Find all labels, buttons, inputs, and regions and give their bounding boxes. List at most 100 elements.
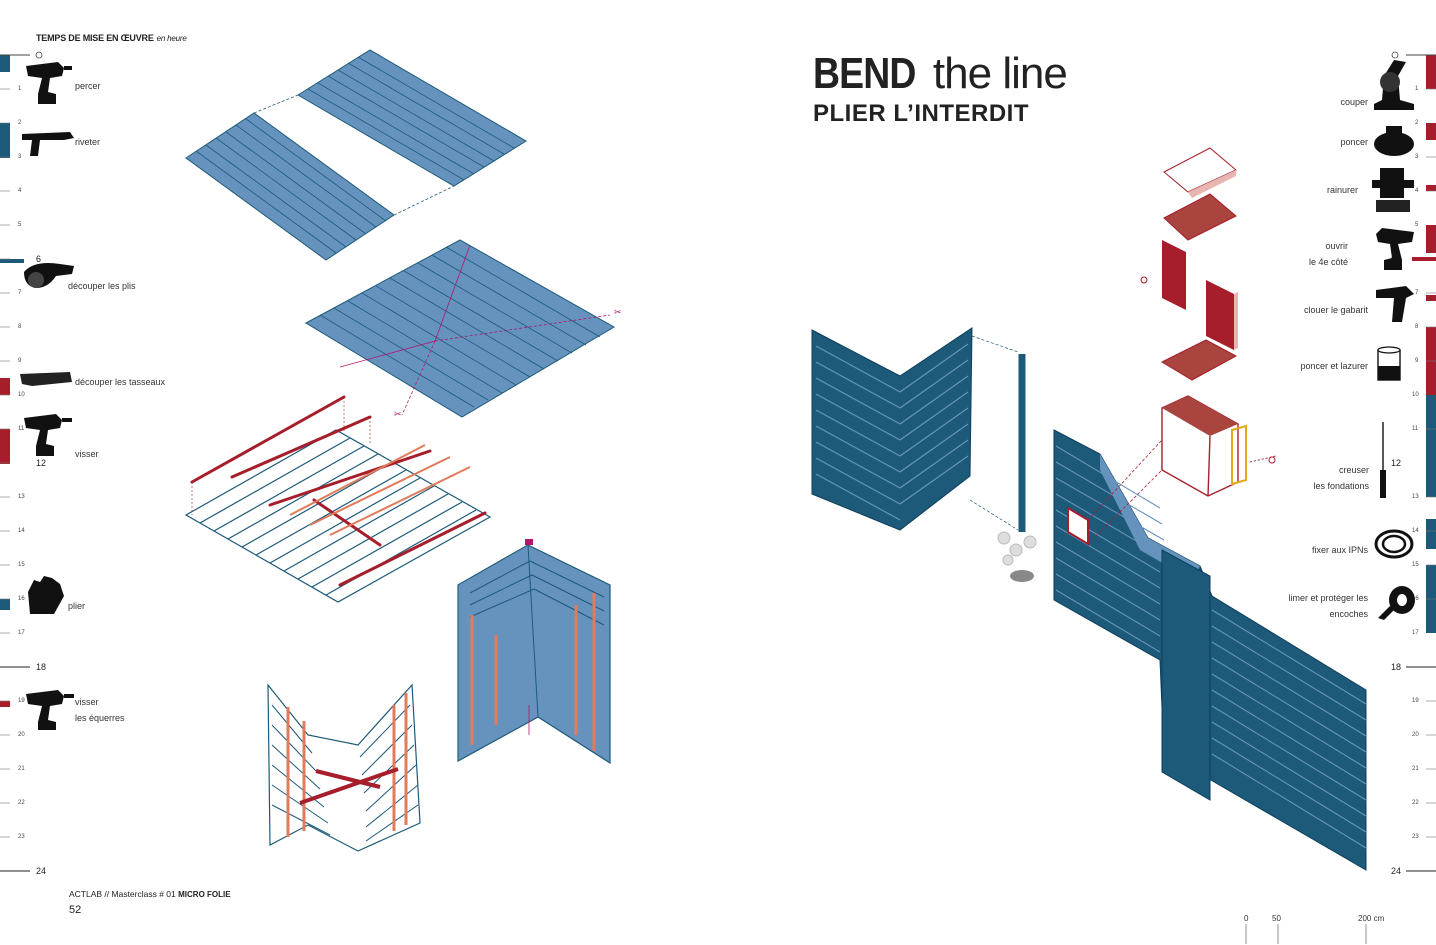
rtick-19: 19 [1412, 698, 1419, 704]
page-number: 52 [69, 904, 82, 916]
step-label-riveter: riveter [75, 137, 101, 147]
rtimeline-bar-5 [1412, 257, 1436, 261]
tick-3: 3 [18, 154, 22, 160]
tape-roll-icon [1378, 586, 1415, 620]
title-rest: the line [932, 49, 1068, 98]
tick-8: 8 [18, 324, 22, 330]
tick-7: 7 [18, 290, 22, 296]
rtick-4: 4 [1415, 188, 1419, 194]
scale-mid: 50 [1272, 914, 1281, 923]
tick-16: 16 [18, 596, 25, 602]
rtick-1: 1 [1415, 86, 1419, 92]
rtick-3: 3 [1415, 154, 1419, 160]
exploded-box-parts [1140, 147, 1238, 381]
rtick-14: 14 [1412, 528, 1419, 534]
page-subtitle: PLIER L’INTERDIT [813, 100, 1030, 127]
batten-sheet [184, 395, 492, 603]
footer-credit-bold: MICRO FOLIE [178, 890, 231, 899]
tick-11: 11 [18, 426, 25, 432]
tick-5: 5 [18, 222, 22, 228]
page-title: BEND the line [813, 49, 1068, 98]
gloves-icon [28, 576, 64, 614]
tick-18: 18 [36, 662, 47, 672]
step-label-creuser-1: creuser [1338, 465, 1369, 475]
scale-end: 200 cm [1358, 914, 1385, 923]
tick-24: 24 [36, 866, 47, 876]
footer-credit: ACTLAB // Masterclass # 01 MICRO FOLIE [69, 889, 231, 899]
timeline-title-text: TEMPS DE MISE EN ŒUVRE [36, 33, 154, 43]
step-label-ouvrir: ouvrir le 4e côté [1280, 238, 1348, 270]
router-icon [1372, 168, 1414, 212]
rtick-20: 20 [1412, 732, 1419, 738]
rtick-2: 2 [1415, 120, 1419, 126]
step-label-poncer: poncer [1340, 137, 1368, 147]
drill-icon-right [1376, 228, 1414, 270]
rtimeline-bar-1 [1426, 55, 1436, 89]
timeline-bar-4 [0, 378, 10, 395]
step-label-creuser-2: les fondations [1313, 481, 1369, 491]
rtick-5: 5 [1415, 222, 1419, 228]
rtimeline-bar-4 [1426, 225, 1436, 253]
tick-20: 20 [18, 732, 25, 738]
auger-icon [1380, 422, 1386, 498]
w-panel [811, 327, 1026, 532]
step-label-ouvrir-2: le 4e côté [1308, 257, 1348, 267]
timeline-unit: en heure [156, 34, 187, 43]
angle-grinder-icon [24, 263, 74, 288]
rtick-7: 7 [1415, 290, 1419, 296]
rtick-8: 8 [1415, 324, 1419, 330]
step-label-creuser: creuser les fondations [1280, 462, 1369, 494]
step-label-limer-2: encoches [1329, 609, 1368, 619]
tick-19: 19 [18, 698, 25, 704]
timeline-bar-5 [0, 429, 10, 464]
rtick-12: 12 [1391, 458, 1402, 468]
tick-12: 12 [36, 458, 47, 468]
rtick-9: 9 [1415, 358, 1419, 364]
step-label-limer: limer et protéger les encoches [1250, 590, 1368, 622]
rtick-11: 11 [1412, 426, 1419, 432]
drill-icon-3 [26, 690, 74, 730]
tick-10: 10 [18, 392, 25, 398]
step-label-percer: percer [75, 81, 101, 91]
foundation-parts [997, 531, 1037, 582]
step-label-decouper-tasseaux: découper les tasseaux [75, 377, 166, 387]
rtick-16: 16 [1412, 596, 1419, 602]
timeline-bar-2 [0, 123, 10, 158]
scale-zero: 0 [1244, 914, 1249, 923]
step-label-decouper-plis: découper les plis [68, 281, 136, 291]
step-label-plier: plier [68, 601, 86, 611]
rtick-17: 17 [1412, 630, 1419, 636]
timeline-bar-7 [0, 701, 10, 707]
tick-6: 6 [36, 254, 42, 264]
tick-14: 14 [18, 528, 25, 534]
tick-23: 23 [18, 834, 25, 840]
step-label-rainurer: rainurer [1326, 185, 1358, 195]
svg-text:✂: ✂ [614, 307, 622, 317]
right-assembly-drawings [811, 147, 1367, 871]
tick-1: 1 [18, 86, 22, 92]
footer-credit-text: ACTLAB // Masterclass # 01 [69, 889, 176, 899]
right-timeline [1391, 51, 1436, 872]
rtimeline-bar-3 [1426, 185, 1436, 191]
left-timeline [0, 51, 43, 872]
rtick-22: 22 [1412, 800, 1419, 806]
step-label-couper: couper [1340, 97, 1368, 107]
miter-saw-icon [1374, 60, 1414, 110]
rtick-21: 21 [1412, 766, 1419, 772]
step-label-fixer: fixer aux IPNs [1311, 545, 1368, 555]
fold-sheet: ✂ ✂ [304, 239, 622, 419]
folded-w-form [267, 683, 421, 852]
timeline-bar-3 [0, 259, 24, 263]
rivet-gun-icon [22, 132, 74, 156]
tick-21: 21 [18, 766, 25, 772]
step-label-limer-1: limer et protéger les [1288, 593, 1368, 603]
scale-bar [1245, 924, 1367, 944]
top-panels [185, 49, 527, 261]
step-label-visser: visser [75, 449, 99, 459]
tick-17: 17 [18, 630, 25, 636]
tick-13: 13 [18, 494, 25, 500]
rtick-13: 13 [1412, 494, 1419, 500]
svg-text:✂: ✂ [394, 409, 402, 419]
left-assembly-drawings: ✂ ✂ [184, 49, 622, 852]
saw-icon [20, 372, 72, 386]
